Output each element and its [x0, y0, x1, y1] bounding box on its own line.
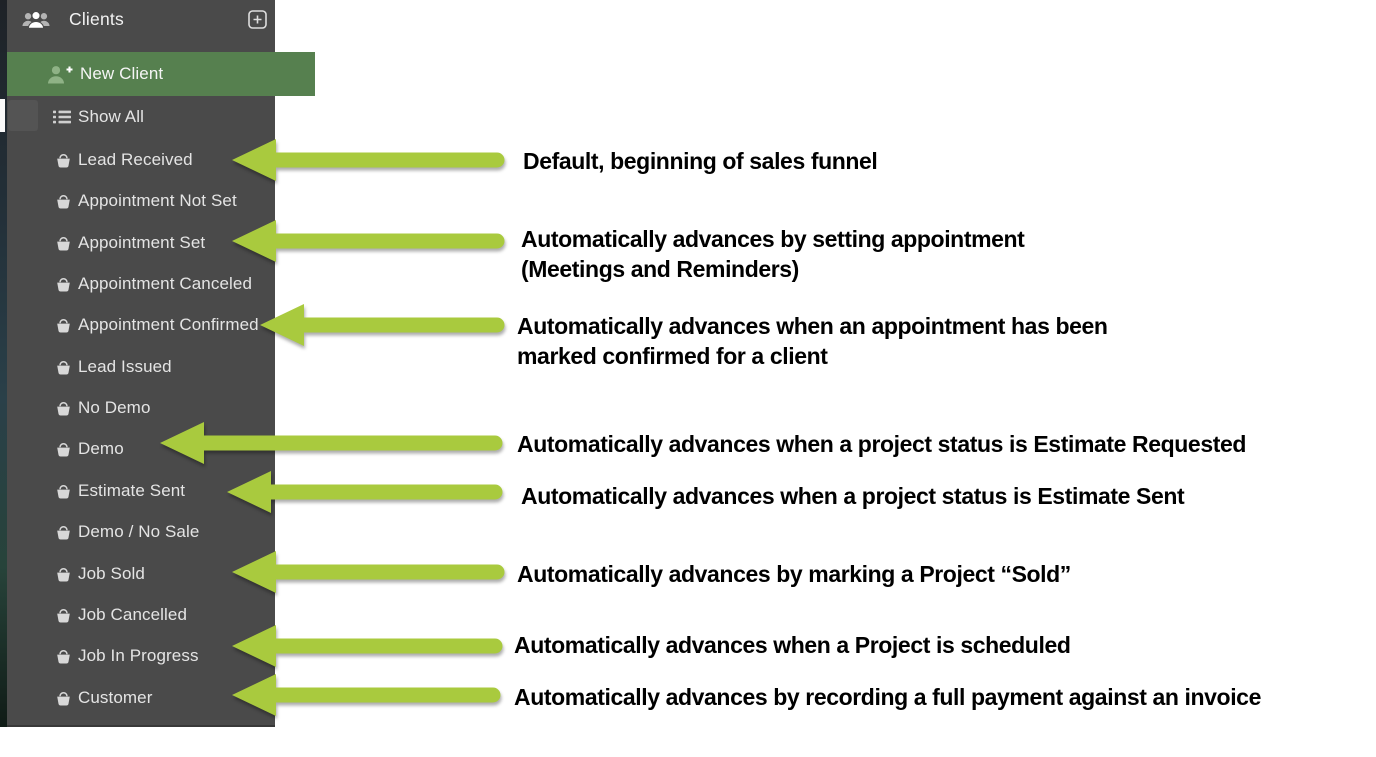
- arrow-job-in-progress: [232, 625, 503, 667]
- bucket-icon: [56, 359, 71, 375]
- sidebar-title: Clients: [69, 9, 124, 29]
- bucket-icon: [56, 690, 71, 706]
- sidebar-item-show-all[interactable]: Show All: [7, 96, 321, 138]
- bucket-icon: [56, 607, 71, 623]
- bucket-icon: [56, 152, 71, 168]
- annotation-text: Automatically advances by setting appoin…: [521, 226, 1025, 282]
- bucket-icon: [56, 483, 71, 499]
- sidebar-item-label: Demo: [78, 438, 124, 458]
- bucket-icon: [56, 276, 71, 292]
- sidebar-item-label: Appointment Not Set: [78, 190, 237, 210]
- window-edge-strip: [0, 0, 7, 727]
- annotation-text: Automatically advances when a project st…: [521, 483, 1185, 509]
- annotation-text: Automatically advances by recording a fu…: [514, 684, 1261, 710]
- annotation-text: Automatically advances when a Project is…: [514, 632, 1071, 658]
- sidebar-item-label: Job Cancelled: [78, 604, 188, 624]
- sidebar-item-label: Appointment Canceled: [78, 273, 253, 293]
- bucket-icon: [56, 524, 71, 540]
- sidebar-item-label: Job Sold: [78, 563, 145, 583]
- bucket-icon: [56, 193, 71, 209]
- sidebar-item-label: Appointment Set: [78, 232, 206, 252]
- sidebar-item-appointment-confirmed[interactable]: Appointment Confirmed: [7, 304, 324, 345]
- sidebar-item-appointment-not-set[interactable]: Appointment Not Set: [7, 180, 324, 221]
- annotation-text: Default, beginning of sales funnel: [523, 148, 878, 174]
- arrow-demo: [160, 422, 503, 464]
- sidebar-chip: [8, 100, 38, 131]
- person-add-icon: [47, 65, 73, 84]
- bucket-icon: [56, 317, 71, 333]
- sidebar-item-label: Appointment Confirmed: [78, 314, 259, 334]
- sidebar-item-label: Demo / No Sale: [78, 521, 200, 541]
- annotation-text: Automatically advances when an appointme…: [517, 313, 1108, 369]
- bucket-icon: [56, 400, 71, 416]
- clients-header: Clients: [7, 0, 275, 40]
- bucket-icon: [56, 235, 71, 251]
- plus-box-icon: [248, 10, 267, 32]
- clients-sidebar: Clients New Client: [0, 0, 315, 727]
- sidebar-item-appointment-canceled[interactable]: Appointment Canceled: [7, 263, 324, 304]
- sidebar-item-demo-no-sale[interactable]: Demo / No Sale: [7, 511, 324, 552]
- sidebar-item-label: Lead Issued: [78, 356, 172, 376]
- sidebar-item-label: Customer: [78, 687, 153, 707]
- people-group-icon: [22, 10, 50, 34]
- scrollbar-thumb[interactable]: [0, 99, 5, 132]
- sidebar-item-customer[interactable]: Customer: [7, 677, 324, 718]
- sidebar-item-job-in-progress[interactable]: Job In Progress: [7, 635, 324, 676]
- sidebar-item-appointment-set[interactable]: Appointment Set: [7, 222, 324, 263]
- bucket-icon: [56, 441, 71, 457]
- arrow-appointment-set: [232, 220, 505, 262]
- bucket-icon: [56, 648, 71, 664]
- sidebar-item-no-demo[interactable]: No Demo: [7, 387, 324, 428]
- arrow-lead-received: [232, 139, 505, 181]
- sidebar-item-label: Show All: [78, 107, 145, 126]
- sidebar-item-label: Estimate Sent: [78, 480, 186, 500]
- arrow-estimate-sent: [227, 471, 503, 513]
- arrow-job-sold: [232, 551, 505, 593]
- sidebar-item-lead-received[interactable]: Lead Received: [7, 139, 324, 180]
- arrow-customer: [232, 674, 501, 716]
- sidebar-item-lead-issued[interactable]: Lead Issued: [7, 346, 324, 387]
- sidebar-item-estimate-sent[interactable]: Estimate Sent: [7, 470, 324, 511]
- sidebar-item-demo[interactable]: Demo: [7, 428, 324, 469]
- annotation-text: Automatically advances by marking a Proj…: [517, 561, 1071, 587]
- sidebar-item-new-client[interactable]: New Client: [7, 52, 315, 96]
- add-client-button[interactable]: [248, 10, 267, 29]
- sidebar-item-label: No Demo: [78, 397, 151, 417]
- annotation-text: Automatically advances when a project st…: [517, 431, 1247, 457]
- sidebar-item-label: Lead Received: [78, 149, 193, 169]
- sidebar-item-job-sold[interactable]: Job Sold: [7, 553, 324, 594]
- list-icon: [53, 110, 71, 124]
- bucket-icon: [56, 566, 71, 582]
- sidebar-item-label: New Client: [80, 64, 164, 83]
- sidebar-item-label: Job In Progress: [78, 645, 199, 665]
- arrow-appointment-confirmed: [260, 304, 505, 346]
- sidebar-item-job-cancelled[interactable]: Job Cancelled: [7, 594, 324, 635]
